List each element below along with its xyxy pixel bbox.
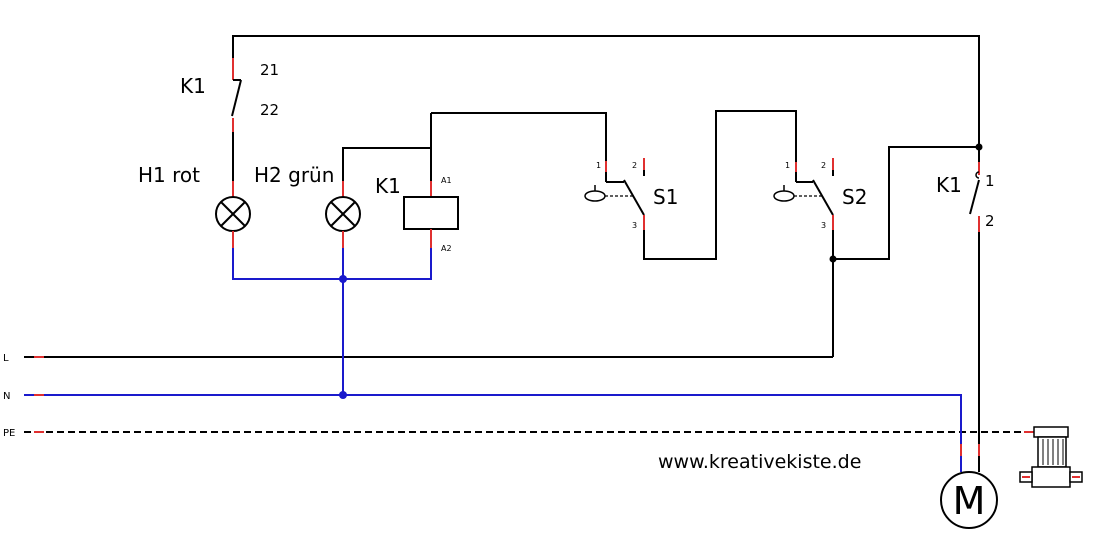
label-k1-coil: K1 (375, 174, 401, 198)
relay-coil-k1: K1 A1 A2 (375, 174, 459, 253)
label-h2: H2 grün (254, 163, 334, 187)
label-k1-no-pin1: 1 (985, 172, 995, 190)
label-s1-pin3: 3 (632, 221, 637, 230)
neutral-wires (24, 248, 962, 456)
label-pin-22: 22 (260, 101, 279, 119)
junction-dots (339, 143, 983, 399)
supply-terminals: L N PE (3, 353, 44, 439)
label-s2-pin1: 1 (785, 161, 790, 170)
label-a1: A1 (441, 176, 452, 185)
black-wires (24, 35, 1030, 456)
lamp-h2: H2 grün (254, 163, 361, 248)
label-s2: S2 (842, 185, 867, 209)
label-k1-no-pin2: 2 (985, 212, 995, 230)
label-l: L (3, 353, 9, 364)
label-pe: PE (3, 428, 15, 439)
label-k1-nc: K1 (180, 74, 206, 98)
motor-m: M (940, 444, 998, 529)
label-h1: H1 rot (138, 163, 200, 187)
label-s1-pin1: 1 (596, 161, 601, 170)
k1-nc-contact: K1 21 22 (180, 58, 279, 132)
motor-picture-icon (1019, 426, 1083, 488)
switch-s2: S2 1 2 3 (773, 158, 867, 230)
k1-no-contact: K1 1 2 (936, 162, 995, 232)
label-motor: M (953, 479, 986, 523)
switch-s1: S1 1 2 3 (584, 158, 678, 230)
label-s2-pin3: 3 (821, 221, 826, 230)
lamp-h1: H1 rot (138, 163, 251, 248)
label-n: N (3, 391, 10, 402)
website-credit: www.kreativekiste.de (658, 451, 861, 473)
label-k1-no: K1 (936, 173, 962, 197)
label-a2: A2 (441, 244, 452, 253)
label-s1: S1 (653, 185, 678, 209)
label-pin-21: 21 (260, 61, 279, 79)
label-s2-pin2: 2 (821, 161, 826, 170)
label-s1-pin2: 2 (632, 161, 637, 170)
